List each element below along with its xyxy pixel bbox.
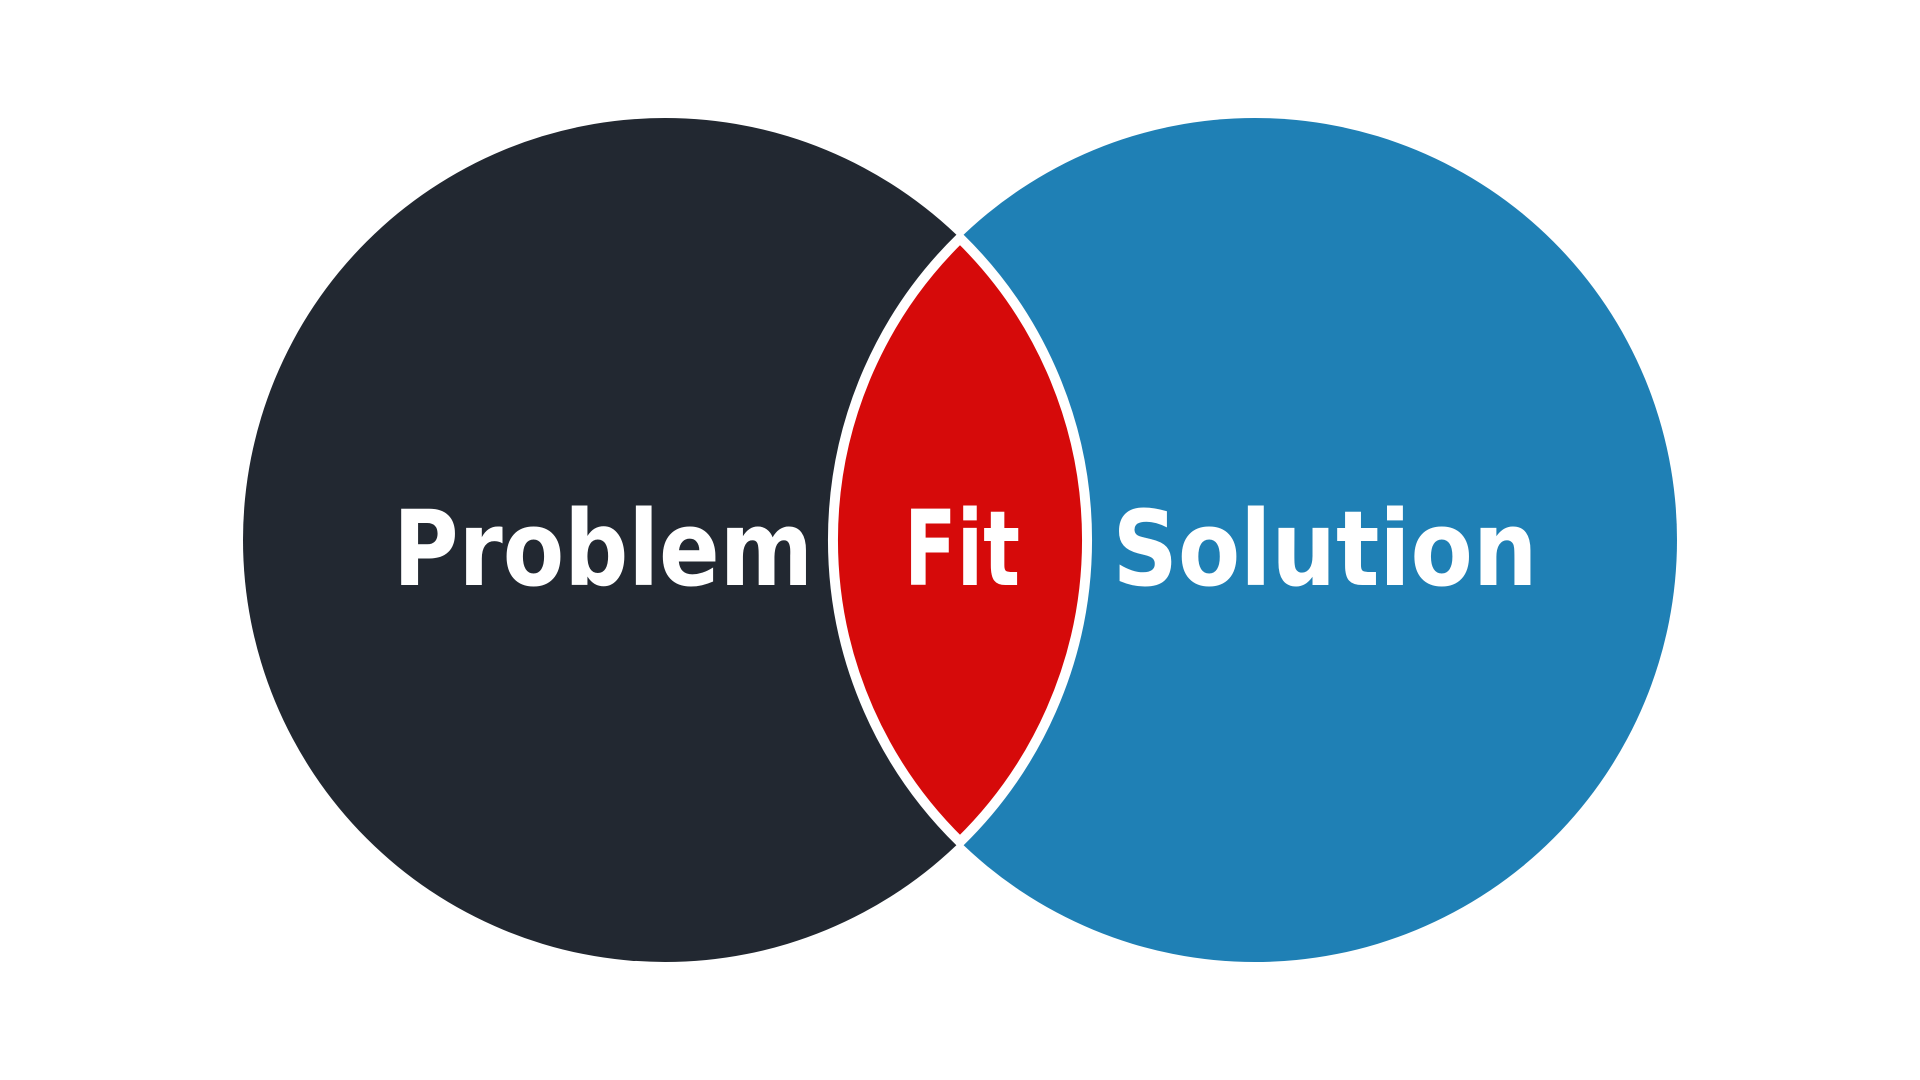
problem-label: Problem: [393, 488, 813, 610]
problem-circle: [243, 118, 1087, 962]
solution-circle: [833, 118, 1677, 962]
solution-label: Solution: [1113, 488, 1538, 610]
fit-label: Fit: [904, 488, 1020, 610]
fit-intersection: [827, 231, 1093, 849]
